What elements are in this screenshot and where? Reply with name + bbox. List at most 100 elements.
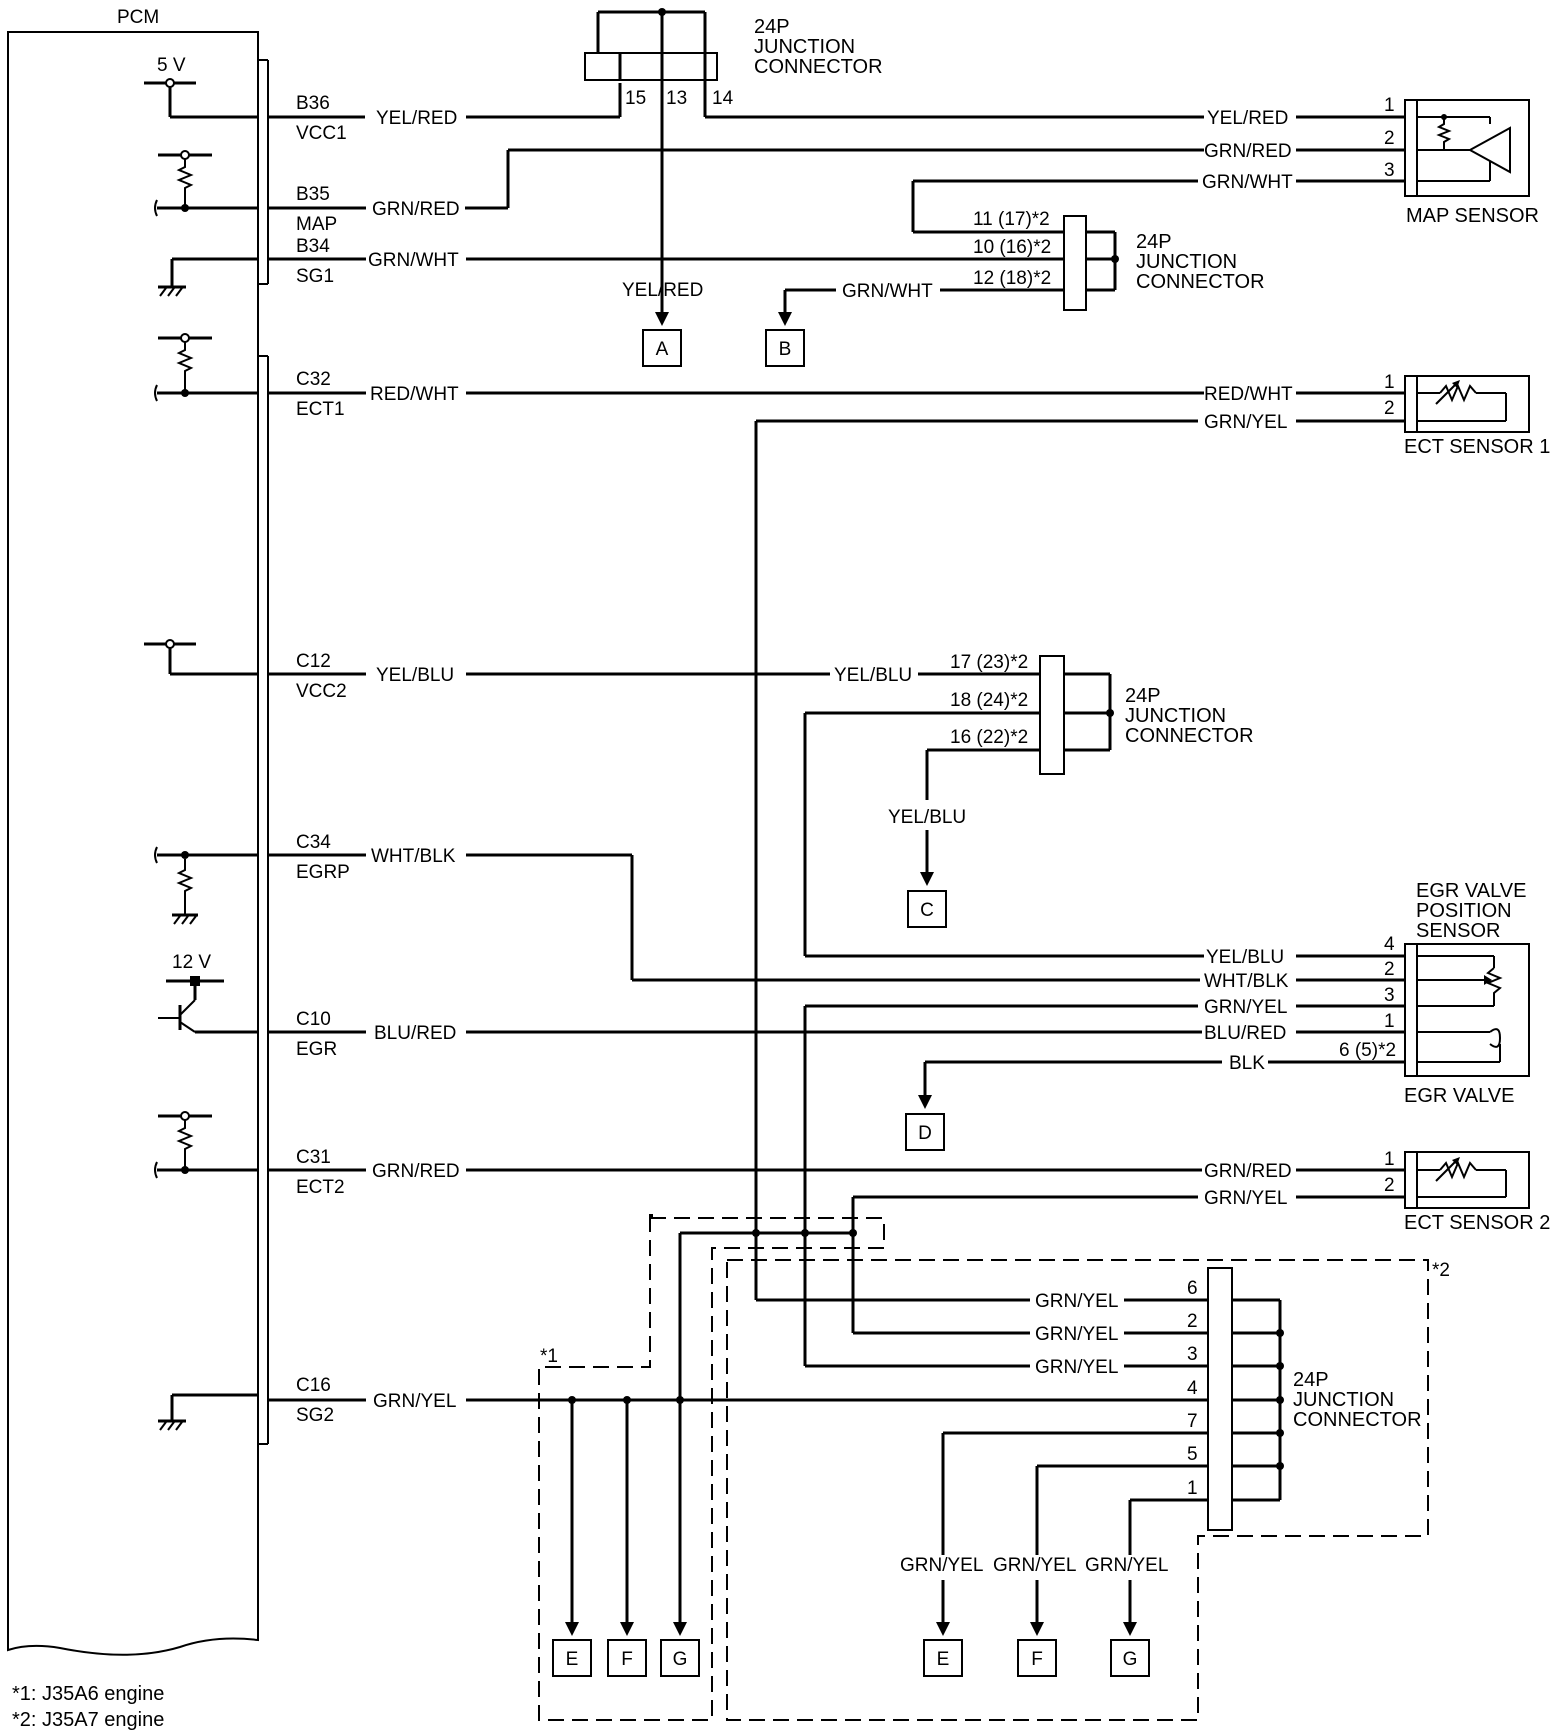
jc-bottom-pin-6: 6 (1187, 1278, 1198, 1299)
pcm-body (7, 31, 259, 1656)
jc-bottom-pin-7: 7 (1187, 1411, 1198, 1432)
ect2-wire-2: GRN/YEL (1204, 1188, 1287, 1209)
wire-to-b: GRN/WHT (842, 281, 933, 302)
ref-e-1-label: E (566, 1649, 579, 1670)
jc-mid1-line1: 24P (1136, 231, 1172, 253)
map-sensor (1404, 99, 1530, 197)
map-sensor-label: MAP SENSOR (1406, 205, 1539, 227)
egr-wire-3: GRN/YEL (1204, 997, 1287, 1018)
wire-b35: GRN/RED (372, 199, 460, 220)
ref-g-2 (1110, 1639, 1150, 1677)
ref-c-label: C (920, 900, 934, 921)
variant-2-label: *2 (1432, 1260, 1450, 1281)
pin-c10: C10 (296, 1009, 331, 1030)
variant-1-label: *1 (540, 1346, 558, 1367)
jc-top-line2: JUNCTION (754, 36, 855, 58)
ref-c (907, 890, 947, 928)
ref-b-label: B (779, 339, 792, 360)
ect2-pin-2: 2 (1384, 1175, 1395, 1196)
ref-g-2-label: G (1123, 1649, 1138, 1670)
map-pin-2: 2 (1384, 128, 1395, 149)
egr-pin-1: 1 (1384, 1011, 1395, 1032)
pin-b36: B36 (296, 93, 330, 114)
jc-bottom-line3: CONNECTOR (1293, 1409, 1422, 1431)
ect2-label: ECT SENSOR 2 (1404, 1212, 1550, 1234)
jc-bottom-pin-1: 1 (1187, 1478, 1198, 1499)
wire-c31: GRN/RED (372, 1161, 460, 1182)
ref-b (765, 329, 805, 367)
ect1-wire-2: GRN/YEL (1204, 412, 1287, 433)
ref-f-2 (1017, 1639, 1057, 1677)
jc-mid1-pin-11: 11 (17)*2 (973, 209, 1050, 230)
pin-c34-name: EGRP (296, 862, 350, 883)
pin-c32: C32 (296, 369, 331, 390)
jc-mid2-line3: CONNECTOR (1125, 725, 1254, 747)
jc-mid1-pin-10: 10 (16)*2 (973, 237, 1051, 258)
egr-valve (1404, 943, 1530, 1077)
jc-bottom-pin-3: 3 (1187, 1344, 1198, 1365)
junction-connector-top (584, 8, 718, 81)
wire-c12: YEL/BLU (376, 665, 454, 686)
jc-mid2-pin-16: 16 (22)*2 (950, 727, 1028, 748)
ect-sensor-2 (1404, 1151, 1530, 1209)
pcm-label: PCM (117, 7, 159, 28)
variant-1-region (538, 1214, 885, 1721)
out-wire-e: GRN/YEL (900, 1555, 983, 1576)
wire-b36: YEL/RED (376, 108, 457, 129)
ref-d (905, 1113, 945, 1151)
egr-wire-1: BLU/RED (1204, 1023, 1286, 1044)
pin-c34: C34 (296, 832, 331, 853)
jc-top-pin-14: 14 (712, 88, 734, 109)
footnote-2: *2: J35A7 engine (12, 1709, 164, 1731)
junction-connector-bottom (1207, 1267, 1284, 1531)
pin-c31: C31 (296, 1147, 331, 1168)
jc-mid1-line3: CONNECTOR (1136, 271, 1265, 293)
ect1-pin-2: 2 (1384, 398, 1395, 419)
egr-pos-line2: POSITION (1416, 900, 1512, 922)
pin-b35: B35 (296, 184, 330, 205)
map-wire-3: GRN/WHT (1202, 172, 1293, 193)
pin-b34-name: SG1 (296, 266, 334, 287)
pin-c31-name: ECT2 (296, 1177, 345, 1198)
pin-b34: B34 (296, 236, 330, 257)
jc-bottom-line1: 24P (1293, 1369, 1329, 1391)
egr-wire-2: WHT/BLK (1204, 971, 1289, 992)
ref-d-label: D (918, 1123, 932, 1144)
ect1-label: ECT SENSOR 1 (1404, 436, 1550, 458)
pin-b35-name: MAP (296, 214, 337, 235)
wire-to-a: YEL/RED (622, 280, 703, 301)
wire-c12-b: YEL/BLU (834, 665, 912, 686)
ref-g-1 (660, 1639, 700, 1677)
egrp-pulldown-resistor (154, 846, 258, 925)
wire-c16: GRN/YEL (373, 1391, 456, 1412)
jc-bottom-line2: JUNCTION (1293, 1389, 1394, 1411)
jc-mid2-line2: JUNCTION (1125, 705, 1226, 727)
pin-c16: C16 (296, 1375, 331, 1396)
junction-connector-mid2 (1039, 655, 1114, 775)
ref-f-2-label: F (1031, 1649, 1043, 1670)
jc-bottom-pin-4: 4 (1187, 1378, 1198, 1399)
jc-mid2-pin-17: 17 (23)*2 (950, 652, 1028, 673)
jc-top-pin-13: 13 (666, 88, 687, 109)
wire-c10: BLU/RED (374, 1023, 456, 1044)
pin-b36-name: VCC1 (296, 123, 347, 144)
ref-e-2-label: E (937, 1649, 950, 1670)
pin-c10-name: EGR (296, 1039, 337, 1060)
egr-pos-line1: EGR VALVE (1416, 880, 1526, 902)
sg1-ground-icon (158, 257, 258, 297)
jc-bottom-wire-6: GRN/YEL (1035, 1291, 1118, 1312)
out-wire-f: GRN/YEL (993, 1555, 1076, 1576)
pin-c32-name: ECT1 (296, 399, 345, 420)
jc-bottom-wire-3: GRN/YEL (1035, 1357, 1118, 1378)
jc-mid2-line1: 24P (1125, 685, 1161, 707)
pin-c16-name: SG2 (296, 1405, 334, 1426)
ref-g-1-label: G (673, 1649, 688, 1670)
ref-f-1 (607, 1639, 647, 1677)
wire-to-c: YEL/BLU (888, 807, 966, 828)
map-pin-1: 1 (1384, 95, 1395, 116)
ref-a-label: A (656, 339, 669, 360)
egr-pin-2: 2 (1384, 959, 1395, 980)
ect2-pullup-resistor (154, 1111, 258, 1179)
